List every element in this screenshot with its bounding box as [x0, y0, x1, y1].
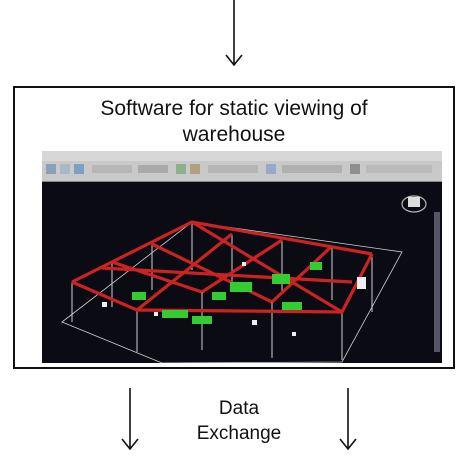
- software-box: Software for static viewing of warehouse: [13, 86, 455, 369]
- data-exchange-line-2: Exchange: [196, 423, 282, 444]
- storage-racks-green: [132, 262, 322, 324]
- box-title-line-1: Software for static viewing of: [100, 97, 368, 120]
- box-title: Software for static viewing of warehouse: [15, 96, 453, 148]
- data-exchange-line-1: Data: [218, 398, 260, 419]
- box-title-line-2: warehouse: [182, 123, 286, 146]
- top-arrow-down-icon: [225, 0, 243, 67]
- app-menubar: [42, 151, 442, 161]
- roof-beams-red: [71, 220, 374, 314]
- view-cube-icon: [401, 195, 427, 213]
- 3d-warehouse-viewport[interactable]: [42, 182, 442, 363]
- warehouse-software-screenshot: [42, 151, 442, 363]
- left-arrow-down-icon: [121, 388, 139, 451]
- viewport-scrollbar: [434, 212, 440, 352]
- toolbar-icons: [46, 164, 432, 174]
- fixtures-white: [102, 262, 366, 336]
- data-exchange-label: Data Exchange: [174, 396, 304, 446]
- right-arrow-down-icon: [339, 388, 357, 451]
